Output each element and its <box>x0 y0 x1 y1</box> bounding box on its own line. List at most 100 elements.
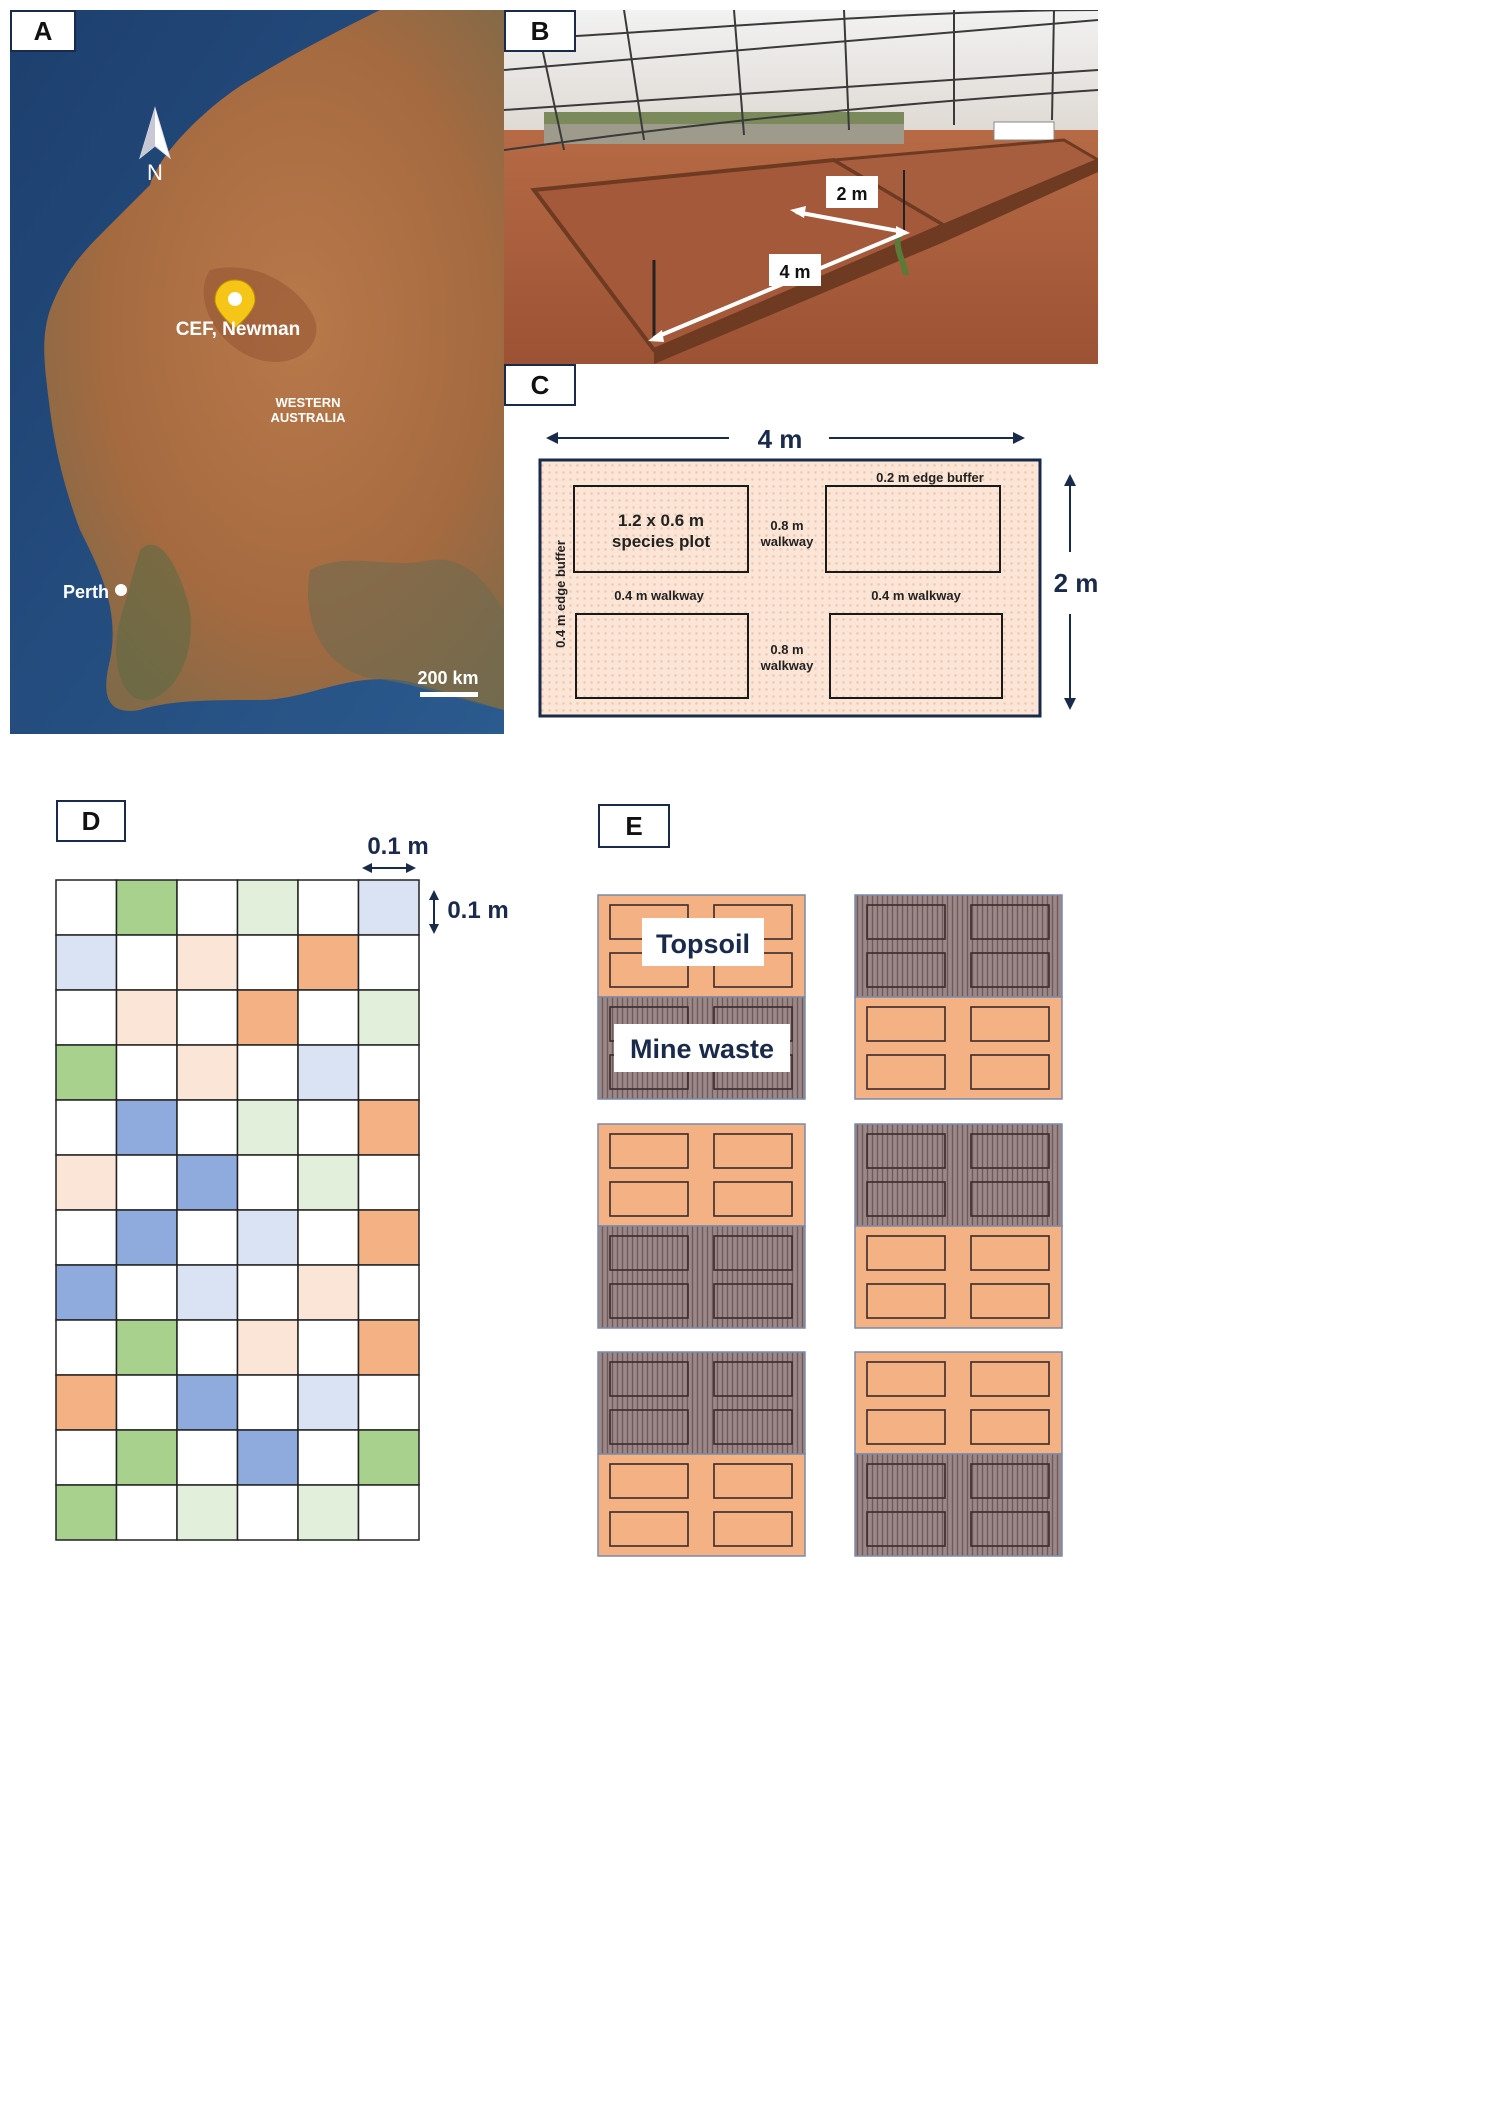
walkway-08-top-line2: walkway <box>760 534 815 549</box>
grid-cells <box>55 879 420 1541</box>
sub-plot <box>970 1006 1050 1042</box>
topsoil-half <box>597 1123 806 1227</box>
grid-cell <box>236 1209 299 1266</box>
height-label: 2 m <box>1054 568 1099 598</box>
grid-cell <box>297 989 360 1046</box>
grid-cell <box>176 1319 239 1376</box>
location-pin-icon <box>214 279 256 329</box>
dim-label-4m: 4 m <box>779 262 810 282</box>
grid-cell <box>55 1484 118 1541</box>
species-plot-4 <box>829 613 1003 699</box>
grid-cell <box>55 1209 118 1266</box>
sub-plot <box>609 1181 689 1217</box>
walkway-08-bottom-line1: 0.8 m <box>770 642 803 657</box>
grid-cell <box>55 1154 118 1211</box>
sub-plot <box>866 1054 946 1090</box>
grid-cell <box>236 1484 299 1541</box>
sub-plot <box>713 1283 793 1319</box>
grid-cell <box>236 1429 299 1486</box>
sub-plot <box>970 1235 1050 1271</box>
grid-cell <box>55 1429 118 1486</box>
plot-label-line2: species plot <box>612 532 711 551</box>
grid-cell <box>176 1099 239 1156</box>
sub-plot <box>609 1133 689 1169</box>
region-label-line2: AUSTRALIA <box>270 410 346 425</box>
sub-plot <box>713 1181 793 1217</box>
grid-cell <box>115 1099 178 1156</box>
grid-cell <box>55 1044 118 1101</box>
city-label: Perth <box>63 582 109 602</box>
grid-cell <box>236 1374 299 1431</box>
topsoil-half <box>854 1351 1063 1455</box>
region-label-line1: WESTERN <box>276 395 341 410</box>
dim-label-2m: 2 m <box>836 184 867 204</box>
grid-cell <box>357 879 420 936</box>
minewaste-half <box>854 1453 1063 1557</box>
panel-b-photo: 2 m 4 m B <box>503 9 1102 364</box>
minewaste-half <box>597 1225 806 1329</box>
grid-cell <box>55 989 118 1046</box>
bed-outline <box>538 458 1042 718</box>
sub-plot <box>609 1361 689 1397</box>
grid-cell <box>297 1319 360 1376</box>
bed-group <box>597 894 1063 1557</box>
species-plot-1 <box>573 485 749 573</box>
species-plot-3 <box>575 613 749 699</box>
australia-landmass <box>44 10 504 711</box>
sub-plot <box>866 1511 946 1547</box>
grid-cell <box>297 1264 360 1321</box>
row-dim-label: 0.1 m <box>447 897 508 924</box>
panel-a-map: N CEF, Newman WESTERN AUSTRALIA Perth 20… <box>10 10 504 734</box>
grid-cell <box>55 879 118 936</box>
sub-plot <box>866 1235 946 1271</box>
sub-plot <box>609 1409 689 1445</box>
grid-cell <box>297 1429 360 1486</box>
panel-label-b: B <box>504 10 576 52</box>
grid-cell <box>115 1429 178 1486</box>
grid-cell <box>176 989 239 1046</box>
grid-cell <box>55 1319 118 1376</box>
grid-cell <box>115 1154 178 1211</box>
sub-plot <box>970 1181 1050 1217</box>
sub-plot <box>713 1133 793 1169</box>
north-label: N <box>147 160 163 185</box>
sub-plot <box>970 904 1050 940</box>
sub-plot <box>609 1511 689 1547</box>
bed-schematic: 4 m 1.2 x 0.6 m species plot 0.2 m edge … <box>538 424 1099 718</box>
col-dim-arrow <box>362 863 416 873</box>
species-plot-2 <box>825 485 1001 573</box>
grid-cell <box>357 1319 420 1376</box>
grid-cell <box>357 1484 420 1541</box>
grid-cell <box>115 1209 178 1266</box>
sub-plot <box>970 1463 1050 1499</box>
sub-plot <box>970 1133 1050 1169</box>
grid-cell <box>176 1264 239 1321</box>
walkway-08-bottom-line2: walkway <box>760 658 815 673</box>
topsoil-label: Topsoil <box>656 929 750 959</box>
sub-plot <box>866 1361 946 1397</box>
grid-cell <box>236 1264 299 1321</box>
grid-cell <box>357 989 420 1046</box>
sub-plot <box>970 1409 1050 1445</box>
grid-cell <box>176 1429 239 1486</box>
sub-plot <box>713 1409 793 1445</box>
sub-plot <box>866 952 946 988</box>
walkway-08-top-line1: 0.8 m <box>770 518 803 533</box>
minewaste-label-bg <box>614 1024 790 1072</box>
grid-cell <box>115 1374 178 1431</box>
grid-cell <box>297 1374 360 1431</box>
topsoil-half <box>854 1225 1063 1329</box>
grid-cell <box>115 989 178 1046</box>
grid-cell <box>236 934 299 991</box>
grid-cell <box>55 934 118 991</box>
grid-cell <box>357 1154 420 1211</box>
edge-buffer-top-label: 0.2 m edge buffer <box>876 470 984 485</box>
sub-plot <box>609 1463 689 1499</box>
walkway-04-left: 0.4 m walkway <box>614 588 704 603</box>
grid-cell <box>176 1374 239 1431</box>
grid-cell <box>357 934 420 991</box>
grid-cell <box>55 1374 118 1431</box>
width-dimension-arrow <box>546 432 1025 444</box>
grid-cell <box>357 1209 420 1266</box>
grid-cell <box>236 1099 299 1156</box>
